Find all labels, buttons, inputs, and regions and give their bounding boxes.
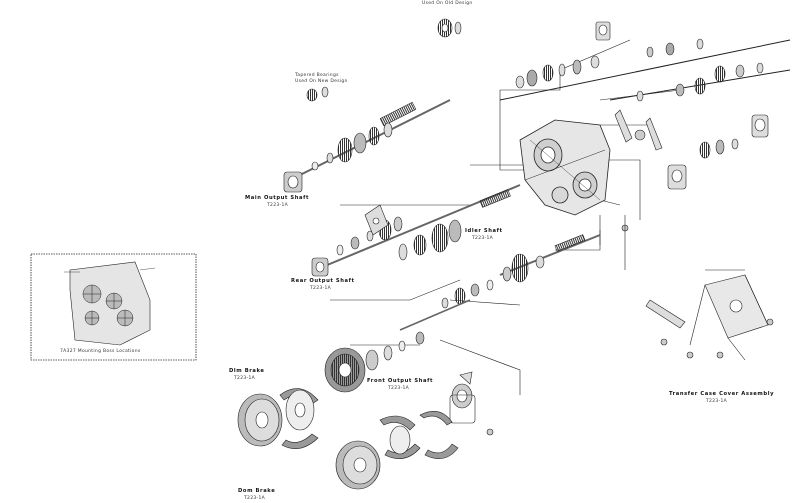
mounting-boss-inset <box>30 253 197 361</box>
label-mounting-boss-locations: 7A327 Mounting Boss Locations <box>60 348 141 354</box>
label-idler-shaft: Idler Shaft <box>465 228 503 234</box>
label-transfer-case-cover-assembly: Transfer Case Cover Assembly <box>669 391 774 397</box>
label-transfer-case-cover-assembly-pn: T223-1A <box>705 398 728 404</box>
label-rear-output-shaft: Rear Output Shaft <box>291 278 355 284</box>
rear-output-shaft-assembly <box>311 184 521 277</box>
label-front-output-shaft: Front Output Shaft <box>367 378 433 384</box>
label-tapered-bearings: Tapered Bearings <box>294 72 339 78</box>
top-shaft-assembly <box>437 18 791 190</box>
transfer-case-housing <box>519 119 611 216</box>
transfer-case-cover-assembly <box>645 274 774 361</box>
label-dom-brake: Dom Brake <box>238 488 275 494</box>
label-used-on-old-design: Used On Old Design <box>422 0 473 6</box>
dlm-brake-assembly <box>237 388 319 450</box>
idler-shaft-assembly <box>441 215 629 309</box>
main-output-shaft-assembly <box>283 86 451 193</box>
label-rear-output-shaft-pn: T223-1A <box>309 285 332 291</box>
label-used-on-new-design: Used On New Design <box>295 78 348 84</box>
label-idler-shaft-pn: T223-1A <box>471 235 494 241</box>
front-output-shaft-assembly <box>324 299 494 436</box>
label-dlm-brake-pn: T223-1A <box>233 375 256 381</box>
label-dlm-brake: Dlm Brake <box>229 368 265 374</box>
label-main-output-shaft: Main Output Shaft <box>245 195 309 201</box>
label-front-output-shaft-pn: T223-1A <box>387 385 410 391</box>
label-dom-brake-pn: T223-1A <box>243 495 266 501</box>
label-main-output-shaft-pn: T223-1A <box>266 202 289 208</box>
dom-brake-assembly <box>335 410 459 490</box>
